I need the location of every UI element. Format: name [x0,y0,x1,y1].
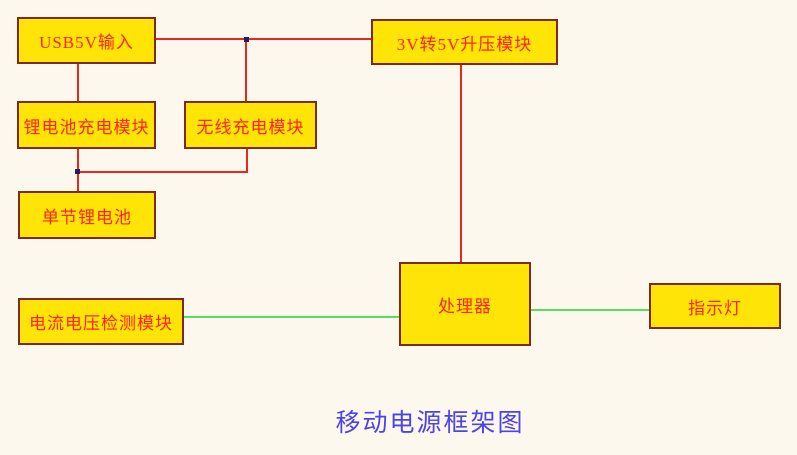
node-single-lithium-battery: 单节锂电池 [18,191,156,239]
connector-processor-to-indicator [531,309,649,311]
connector-wireless-down-segment [246,149,248,172]
connector-usb-to-boost [156,38,371,40]
junction-dot-left [75,169,80,174]
node-indicator-light: 指示灯 [649,283,781,329]
connector-detect-to-processor [184,316,399,318]
connector-junction-to-wireless [245,39,247,101]
node-processor: 处理器 [399,262,531,346]
node-liion-charge-module: 锂电池充电模块 [17,101,156,149]
node-3v-to-5v-boost-module: 3V转5V升压模块 [371,19,558,65]
node-wireless-charge-module: 无线充电模块 [184,101,317,149]
diagram-title: 移动电源框架图 [335,410,525,437]
connector-boost-to-processor [460,65,462,262]
connector-usb-to-liion-charge [77,64,79,101]
node-current-voltage-detect-module: 电流电压检测模块 [18,298,184,345]
node-usb-5v-input: USB5V输入 [17,17,156,64]
connector-wireless-across-segment [78,171,248,173]
junction-dot-top [244,37,249,42]
